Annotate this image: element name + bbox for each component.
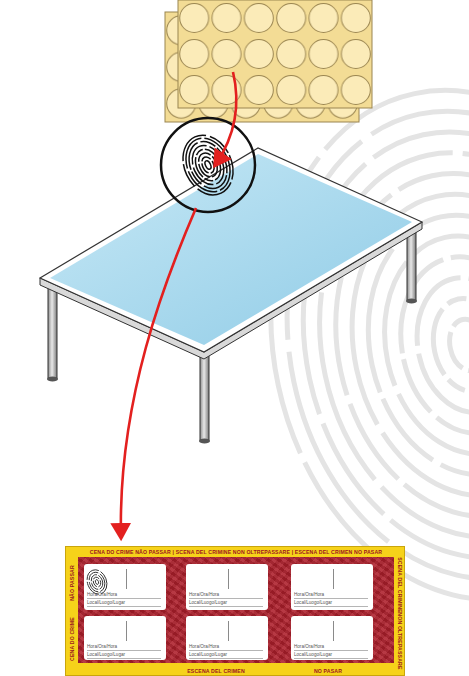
write-line	[189, 598, 263, 599]
field-label: Local/Luogo/Lugar	[189, 652, 227, 657]
field-label: Hora/Ora/Hora	[294, 592, 324, 597]
tape-warning: NO PASAR	[314, 668, 342, 674]
field-label: Local/Luogo/Lugar	[294, 652, 332, 657]
evidence-label: Hora/Ora/HoraLocal/Luogo/Lugar	[291, 564, 373, 610]
write-line	[294, 650, 368, 651]
write-line	[87, 598, 161, 599]
tape-warning: ESCENA DEL CRIMEN	[187, 668, 245, 674]
ridge	[204, 160, 212, 170]
red-arrow	[121, 208, 196, 536]
divider-line	[228, 621, 229, 641]
field-label: Hora/Ora/Hora	[294, 644, 324, 649]
leg-foot	[199, 439, 210, 444]
divider-line	[228, 569, 229, 589]
evidence-label: Hora/Ora/HoraLocal/Luogo/Lugar	[84, 564, 166, 610]
highlight-circle	[161, 118, 255, 212]
tape-warning: NÃO PASSAR	[69, 565, 75, 601]
write-line	[294, 598, 368, 599]
divider-line	[333, 621, 334, 641]
divider-line	[126, 621, 127, 641]
red-arrow	[216, 72, 236, 164]
tape-warning: NON OLTREPASSARE	[397, 612, 403, 669]
ridge	[445, 316, 469, 374]
evidence-card: CENA DO CRIME NÃO PASSAR | SCENA DEL CRI…	[65, 546, 405, 676]
fingerprint	[174, 127, 243, 203]
field-label: Local/Luogo/Lugar	[87, 652, 125, 657]
leg-foot	[47, 377, 58, 382]
field-label: Hora/Ora/Hora	[189, 644, 219, 649]
write-line	[189, 606, 263, 607]
write-line	[294, 658, 368, 659]
write-line	[87, 658, 161, 659]
table-leg	[48, 280, 57, 378]
field-label: Local/Luogo/Lugar	[294, 600, 332, 605]
table-leg	[200, 352, 209, 440]
field-label: Local/Luogo/Lugar	[87, 600, 125, 605]
divider-line	[126, 569, 127, 589]
ridge	[195, 150, 221, 180]
field-label: Local/Luogo/Lugar	[189, 600, 227, 605]
evidence-label: Hora/Ora/HoraLocal/Luogo/Lugar	[186, 616, 268, 660]
table-rim	[40, 148, 422, 352]
tape-warning: CENA DO CRIME NÃO PASSAR | SCENA DEL CRI…	[90, 549, 383, 555]
field-label: Hora/Ora/Hora	[87, 592, 117, 597]
tape-warning: SCENA DEL CRIMINE	[397, 557, 403, 613]
ridge	[365, 220, 469, 469]
sticker-sheet	[178, 0, 372, 108]
evidence-label: Hora/Ora/HoraLocal/Luogo/Lugar	[84, 616, 166, 660]
write-line	[189, 650, 263, 651]
evidence-label: Hora/Ora/HoraLocal/Luogo/Lugar	[291, 616, 373, 660]
write-line	[87, 606, 161, 607]
leg-foot	[406, 299, 417, 304]
tape-warning: CENA DO CRIME	[69, 617, 75, 661]
divider-line	[333, 569, 334, 589]
write-line	[189, 658, 263, 659]
write-line	[87, 650, 161, 651]
ridge	[174, 127, 243, 203]
field-label: Hora/Ora/Hora	[87, 644, 117, 649]
write-line	[294, 606, 368, 607]
evidence-label: Hora/Ora/HoraLocal/Luogo/Lugar	[186, 564, 268, 610]
field-label: Hora/Ora/Hora	[189, 592, 219, 597]
sticker-dots	[178, 0, 372, 108]
